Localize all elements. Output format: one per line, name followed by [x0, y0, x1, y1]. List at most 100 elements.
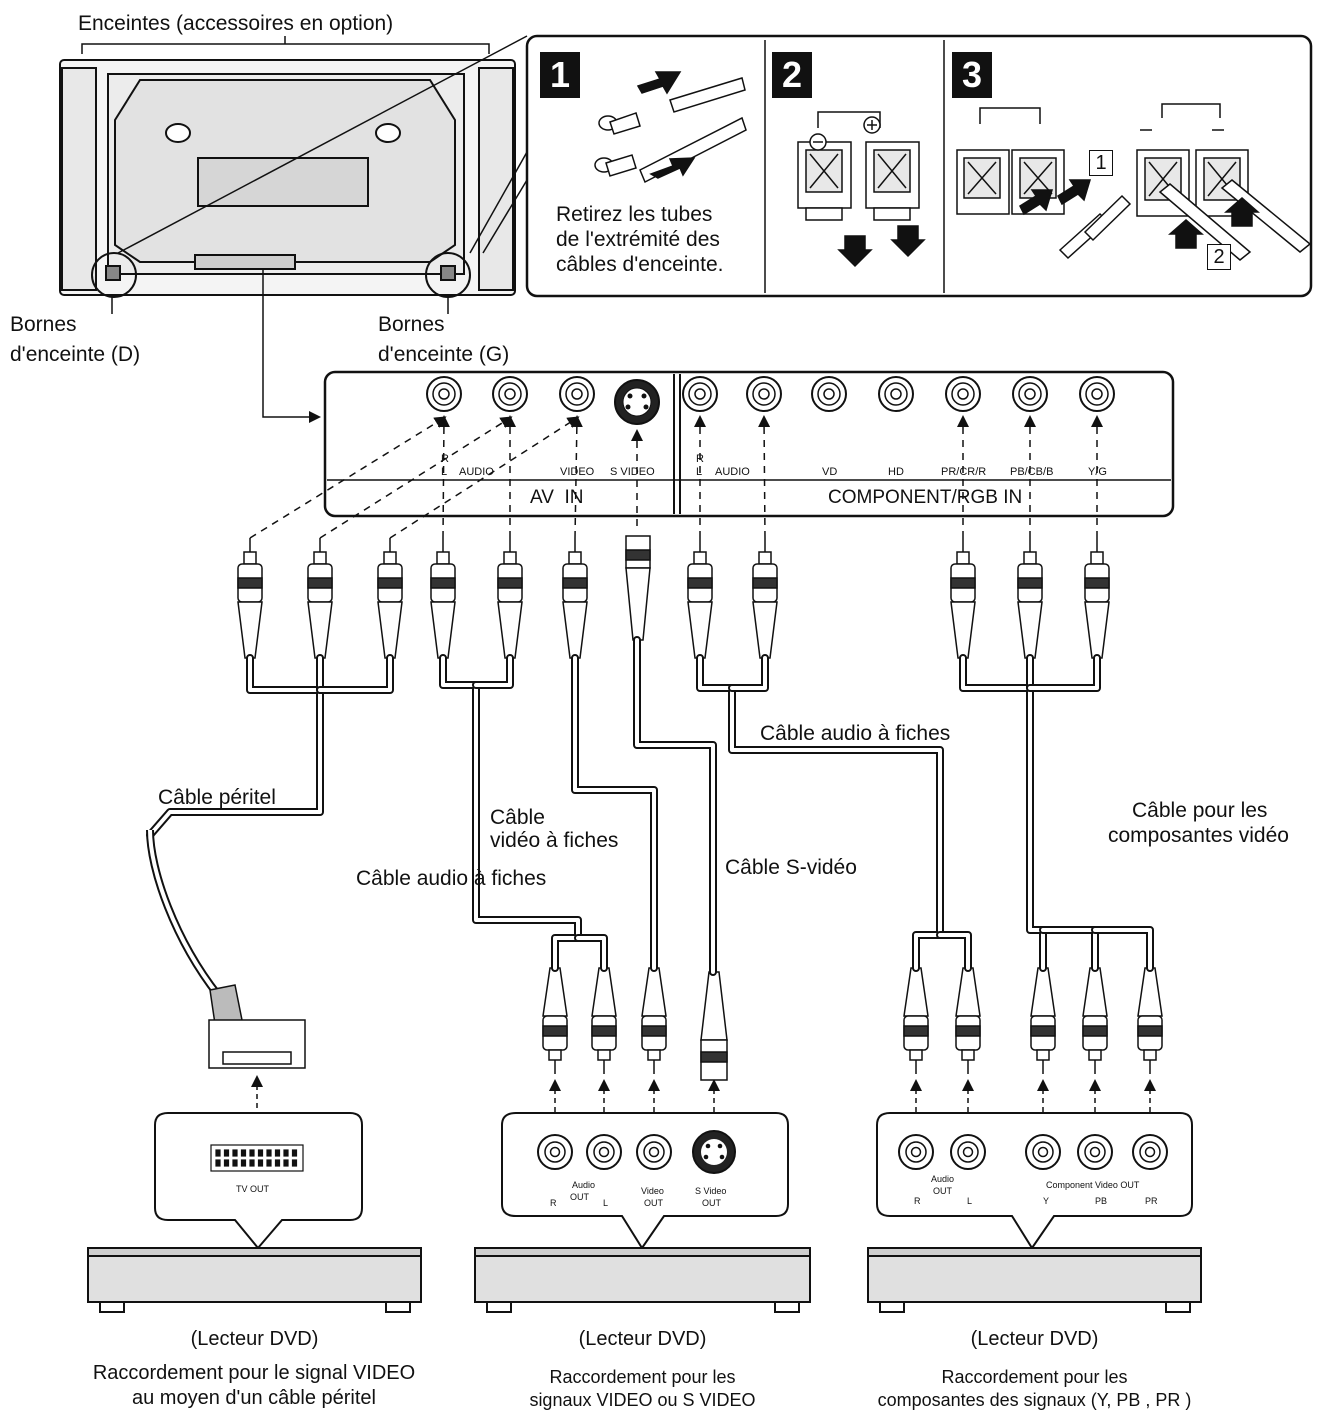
rca-plug — [377, 538, 403, 659]
jack-label-vd: VD — [822, 466, 838, 478]
cable-core — [148, 656, 322, 837]
dvd3-label-audio: Audio — [931, 1174, 955, 1184]
scart-pin — [215, 1159, 221, 1167]
terminal-leaders — [111, 297, 449, 314]
cable-outline — [728, 654, 769, 692]
rca-plug — [307, 538, 333, 659]
scart-pin — [291, 1159, 298, 1167]
dvd1-caption-line2: au moyen d'un câble péritel — [132, 1387, 376, 1409]
speaker-bracket — [81, 36, 490, 54]
scart-pin — [240, 1159, 247, 1167]
cable-core — [441, 656, 580, 970]
rca-plug — [542, 967, 568, 1074]
dvd2-label-r: R — [550, 1198, 557, 1208]
rca-plug — [237, 538, 263, 659]
rca-plug — [903, 967, 929, 1074]
dvd3-rca-jack — [898, 1134, 934, 1170]
dvd1-caption-line1: Raccordement pour le signal VIDEO — [92, 1362, 416, 1384]
cable-outline — [936, 931, 972, 972]
dvd3-rca-jack — [1077, 1134, 1113, 1170]
scart-pin — [249, 1159, 255, 1167]
cable-runs — [146, 636, 1154, 976]
cable-core — [698, 656, 942, 970]
audio-cable-label-left: Câble audio à fiches — [356, 867, 547, 890]
scart-pin — [283, 1159, 289, 1167]
component-cable-label-line1: Câble pour les — [1132, 799, 1268, 822]
jack-label-r-av: R — [441, 453, 449, 465]
jack-label-r-comp: R — [696, 453, 704, 465]
scart-pin — [249, 1149, 255, 1157]
dvd3-label-y: Y — [1043, 1196, 1050, 1206]
dvd2-caption-line1: Raccordement pour les — [549, 1367, 736, 1387]
dashed-connector — [389, 416, 580, 539]
tv-back-illustration — [59, 59, 516, 298]
dvd3-label-out: OUT — [933, 1186, 952, 1196]
jack-label-l-comp: L — [696, 466, 703, 478]
scart-cable-label: Câble péritel — [158, 786, 276, 809]
dvd3-caption-line2: composantes des signaux (Y, PB , PR ) — [877, 1390, 1192, 1410]
rca-plug — [430, 538, 456, 659]
step1-text-line3: câbles d'enceinte. — [556, 253, 724, 276]
step1-text-line2: de l'extrémité des — [556, 228, 720, 251]
dvd2-label-video-out: OUT — [644, 1198, 663, 1208]
video-cable-label-line2: vidéo à fiches — [490, 829, 619, 852]
rca-plug — [950, 538, 976, 659]
cable-outline — [574, 934, 608, 972]
scart-socket — [210, 1144, 304, 1172]
dvd3-name: (Lecteur DVD) — [970, 1328, 1099, 1350]
component-cable-label-line2: composantes vidéo — [1108, 824, 1289, 847]
cable-outline — [1039, 926, 1099, 972]
rca-plug — [641, 967, 667, 1074]
step3-art — [956, 103, 1312, 261]
panel-pointer — [262, 270, 321, 423]
dvd-players — [87, 1247, 1202, 1313]
audio-cable-label-right: Câble audio à fiches — [760, 722, 951, 745]
rca-plug — [1137, 967, 1163, 1074]
rca-plug — [752, 538, 778, 659]
cable-outline — [696, 654, 944, 972]
cable-core — [1041, 928, 1097, 970]
panel-rca-jack — [426, 376, 462, 412]
dvd2-label-svideo-out: OUT — [702, 1198, 721, 1208]
panel-svideo-jack — [614, 379, 660, 425]
dvd3-label-l: L — [967, 1196, 973, 1206]
terminal-right-label-line1: Bornes — [10, 313, 77, 336]
cable-core — [730, 656, 767, 690]
rca-plug — [1017, 538, 1043, 659]
rca-plug — [1030, 967, 1056, 1074]
cable-outline — [571, 654, 658, 972]
panel-rca-jack — [878, 376, 914, 412]
dvd2-caption-line2: signaux VIDEO ou S VIDEO — [529, 1390, 756, 1410]
dvd3-label-pb: PB — [1095, 1196, 1108, 1206]
scart-pin — [232, 1149, 238, 1157]
panel-rca-jack — [682, 376, 718, 412]
panel-rca-jack — [1012, 376, 1048, 412]
jack-label-audio-av: AUDIO — [459, 466, 494, 478]
jack-label-svideo: S VIDEO — [610, 466, 655, 478]
dvd1-name: (Lecteur DVD) — [190, 1328, 319, 1350]
step3-marker-1: 1 — [1089, 150, 1113, 176]
cable-core — [1028, 656, 1099, 690]
scart-pin — [283, 1149, 289, 1157]
cable-plugs — [237, 535, 1163, 1081]
svideo-plug — [625, 535, 651, 641]
jack-label-hd: HD — [888, 466, 904, 478]
jack-label-pr: PR/CR/R — [941, 466, 987, 478]
av-in-label: AV IN — [530, 487, 584, 508]
cable-core — [961, 656, 1045, 970]
cable-outline — [316, 654, 394, 694]
panel-rca-jack — [492, 376, 528, 412]
dvd2-label-l: L — [603, 1198, 609, 1208]
step-3-number: 3 — [952, 52, 992, 98]
step3-marker-2: 2 — [1207, 244, 1231, 270]
scart-pin — [215, 1149, 221, 1157]
cable-core — [576, 936, 606, 970]
jack-label-pb: PB/CB/B — [1010, 466, 1054, 478]
dvd3-caption-line1: Raccordement pour les — [941, 1367, 1128, 1387]
jack-label-video: VIDEO — [560, 466, 595, 478]
dvd2-label-audio: Audio — [572, 1180, 596, 1190]
dvd2-rca-jack — [537, 1134, 573, 1170]
dvd3-rca-jack — [1025, 1134, 1061, 1170]
